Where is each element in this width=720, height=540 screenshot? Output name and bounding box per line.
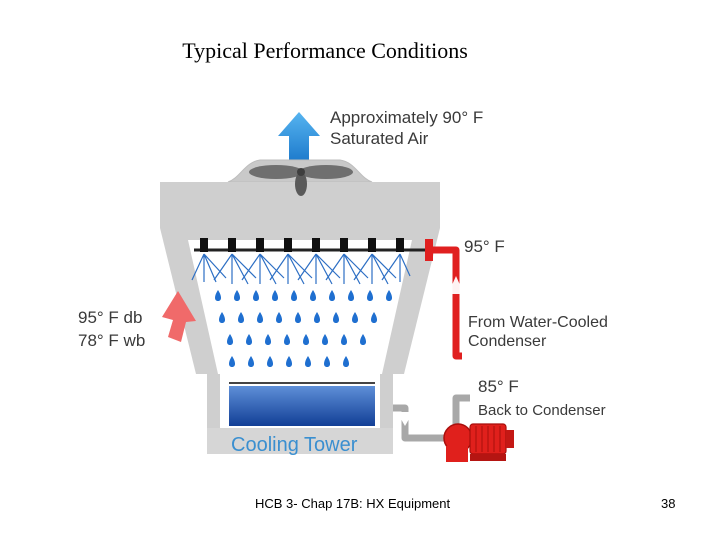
water-droplet	[322, 334, 328, 345]
tower-label: Cooling Tower	[231, 434, 358, 456]
water-droplet	[329, 290, 335, 301]
water-droplet	[324, 356, 330, 367]
spray-nozzles	[200, 238, 404, 252]
water-droplet	[352, 312, 358, 323]
exhaust-label-line2: Saturated Air	[330, 129, 429, 148]
outlet-water-temp: 85° F	[478, 377, 519, 396]
water-droplet	[371, 312, 377, 323]
air-inlet-db: 95° F db	[78, 308, 142, 327]
water-droplets	[215, 290, 392, 367]
inlet-source-line1: From Water-Cooled	[468, 314, 608, 331]
water-droplet	[219, 312, 225, 323]
slide-footer: HCB 3- Chap 17B: HX Equipment	[255, 496, 451, 511]
tower-fill-area	[188, 240, 412, 374]
spray-pattern	[191, 253, 411, 285]
hot-water-inlet-pipe	[430, 246, 462, 360]
water-droplet	[248, 356, 254, 367]
water-droplet	[286, 356, 292, 367]
water-droplet	[295, 312, 301, 323]
exhaust-label-line1: Approximately 90° F	[330, 108, 483, 127]
water-droplet	[215, 290, 221, 301]
water-droplet	[341, 334, 347, 345]
page-number: 38	[661, 496, 676, 511]
water-droplet	[265, 334, 271, 345]
water-droplet	[360, 334, 366, 345]
water-droplet	[343, 356, 349, 367]
water-droplet	[284, 334, 290, 345]
water-droplet	[227, 334, 233, 345]
fan-icon	[249, 165, 353, 196]
inlet-water-temp: 95° F	[464, 237, 505, 256]
water-droplet	[276, 312, 282, 323]
basin-water	[229, 386, 375, 426]
water-droplet	[314, 312, 320, 323]
water-droplet	[257, 312, 263, 323]
air-inlet-wb: 78° F wb	[78, 331, 145, 350]
water-droplet	[386, 290, 392, 301]
tower-basin-floor	[207, 428, 393, 454]
water-droplet	[229, 356, 235, 367]
inlet-pipe-flange	[425, 239, 433, 261]
water-droplet	[246, 334, 252, 345]
water-droplet	[291, 290, 297, 301]
cold-water-flow-arrow	[397, 412, 413, 426]
water-droplet	[348, 290, 354, 301]
water-droplet	[253, 290, 259, 301]
inlet-source-line2: Condenser	[468, 333, 547, 350]
water-droplet	[267, 356, 273, 367]
exhaust-air-arrow	[278, 112, 320, 160]
water-droplet	[303, 334, 309, 345]
outlet-destination: Back to Condenser	[478, 402, 606, 419]
water-droplet	[367, 290, 373, 301]
water-droplet	[272, 290, 278, 301]
water-droplet	[305, 356, 311, 367]
inlet-air-arrow	[162, 291, 196, 342]
water-droplet	[310, 290, 316, 301]
water-droplet	[333, 312, 339, 323]
water-droplet	[238, 312, 244, 323]
slide-title: Typical Performance Conditions	[182, 38, 468, 63]
water-droplet	[234, 290, 240, 301]
hot-water-flow-arrow	[448, 276, 464, 294]
pump-icon	[443, 423, 514, 462]
